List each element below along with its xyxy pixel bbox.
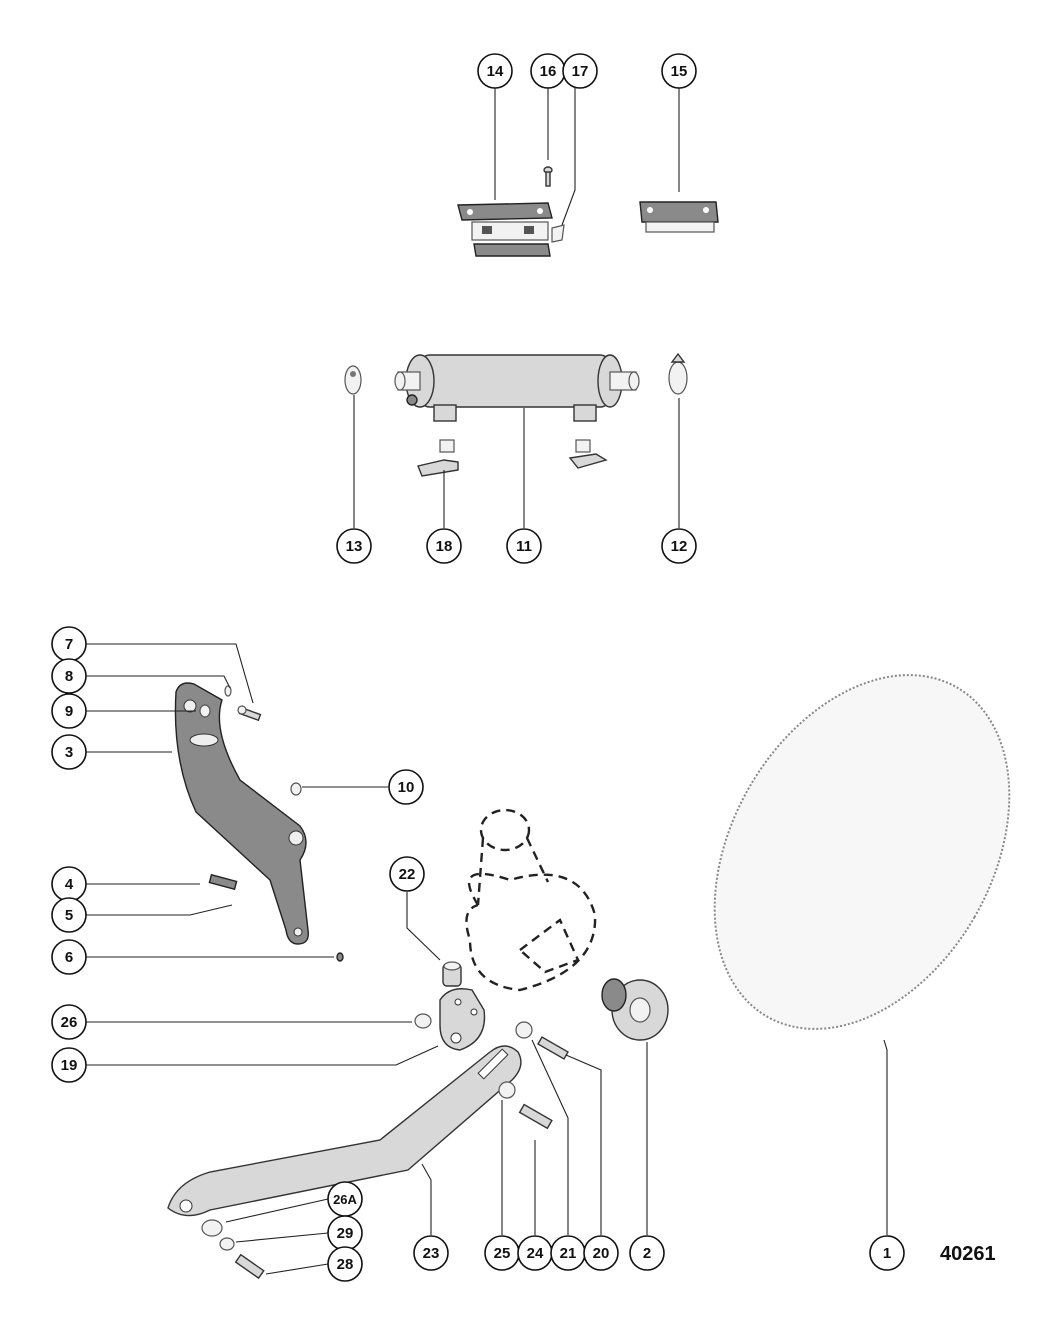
bolt-20: [537, 1036, 569, 1060]
callout-1: 1: [869, 1235, 905, 1271]
callout-21: 21: [550, 1235, 586, 1271]
washer-8: [224, 685, 232, 697]
callout-19: 19: [51, 1047, 87, 1083]
svg-text:22: 22: [399, 866, 416, 883]
callout-29: 29: [327, 1215, 363, 1251]
svg-text:29: 29: [337, 1225, 354, 1242]
callout-16: 16: [530, 53, 566, 89]
washer-29: [219, 1237, 235, 1251]
callout-15: 15: [661, 53, 697, 89]
callout-8: 8: [51, 658, 87, 694]
bracket-15: [639, 201, 719, 233]
svg-text:26: 26: [61, 1014, 78, 1031]
callout-4: 4: [51, 866, 87, 902]
svg-text:28: 28: [337, 1256, 354, 1273]
callout-17: 17: [562, 53, 598, 89]
washer-6: [336, 952, 344, 962]
callout-3: 3: [51, 734, 87, 770]
svg-text:4: 4: [65, 876, 74, 893]
callout-14: 14: [477, 53, 513, 89]
bolt-7: [237, 705, 262, 722]
svg-text:23: 23: [423, 1245, 440, 1262]
callout-11: 11: [506, 528, 542, 564]
bushing-26A: [201, 1219, 223, 1237]
fittings-18: [417, 439, 608, 477]
hub-2: [601, 978, 669, 1041]
figure-number: 40261: [940, 1243, 996, 1265]
bracket-14: [457, 202, 553, 257]
callout-25: 25: [484, 1235, 520, 1271]
callout-10: 10: [388, 769, 424, 805]
lever-23: [167, 1045, 522, 1217]
callout-12: 12: [661, 528, 697, 564]
svg-text:24: 24: [527, 1245, 544, 1262]
bolt-24: [518, 1103, 553, 1130]
svg-text:25: 25: [494, 1245, 511, 1262]
svg-text:16: 16: [540, 63, 557, 80]
callout-24: 24: [517, 1235, 553, 1271]
nut-10: [290, 782, 302, 796]
callout-7: 7: [51, 626, 87, 662]
svg-text:11: 11: [516, 538, 532, 555]
svg-text:13: 13: [346, 538, 363, 555]
leader-lines: [86, 88, 888, 1275]
svg-text:1: 1: [883, 1245, 891, 1262]
callout-23: 23: [413, 1235, 449, 1271]
svg-text:3: 3: [65, 744, 73, 761]
callout-20: 20: [583, 1235, 619, 1271]
callout-5: 5: [51, 897, 87, 933]
callout-28: 28: [327, 1246, 363, 1282]
svg-text:14: 14: [487, 63, 504, 80]
svg-text:10: 10: [398, 779, 415, 796]
fitting-13: [344, 365, 362, 395]
svg-text:12: 12: [671, 538, 688, 555]
callout-26A: 26A: [327, 1181, 363, 1217]
callout-18: 18: [426, 528, 462, 564]
bracket-3: [174, 682, 309, 945]
callout-6: 6: [51, 939, 87, 975]
svg-text:8: 8: [65, 668, 73, 685]
fitting-12: [668, 352, 688, 395]
callout-2: 2: [629, 1235, 665, 1271]
svg-text:15: 15: [671, 63, 688, 80]
dashed-outline: [465, 808, 597, 992]
washer-26: [414, 1013, 432, 1029]
screw-16: [543, 166, 553, 187]
svg-text:7: 7: [65, 636, 73, 653]
spacer-22: [442, 961, 462, 987]
callout-26: 26: [51, 1004, 87, 1040]
callout-22: 22: [389, 856, 425, 892]
svg-text:2: 2: [643, 1245, 651, 1262]
svg-text:9: 9: [65, 703, 73, 720]
svg-text:5: 5: [65, 907, 73, 924]
callout-9: 9: [51, 693, 87, 729]
disc-1: [713, 674, 1011, 1030]
svg-text:26A: 26A: [333, 1192, 357, 1207]
washer-21: [515, 1021, 533, 1039]
bracket-17: [551, 88, 576, 243]
svg-text:20: 20: [593, 1245, 610, 1262]
plate-19: [439, 988, 486, 1051]
svg-text:6: 6: [65, 949, 73, 966]
svg-text:21: 21: [560, 1245, 577, 1262]
bolt-28: [234, 1253, 265, 1280]
washer-25: [498, 1081, 516, 1099]
callout-13: 13: [336, 528, 372, 564]
cylinder-11: [394, 354, 640, 422]
pin-4: [208, 873, 238, 891]
svg-text:18: 18: [436, 538, 453, 555]
svg-text:17: 17: [572, 63, 589, 80]
nut-9: [199, 704, 211, 718]
svg-text:19: 19: [61, 1057, 78, 1074]
